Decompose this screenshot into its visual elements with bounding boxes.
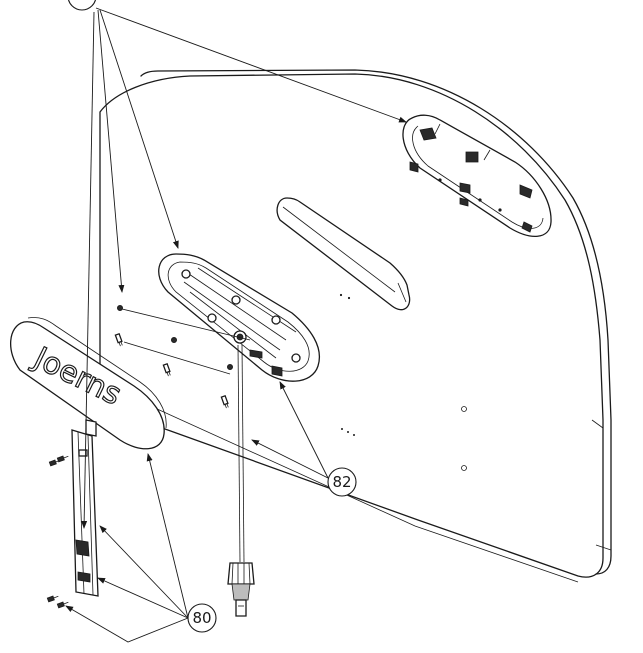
headboard-panel — [99, 69, 612, 583]
hand-hole-slot — [276, 197, 411, 311]
rear-handle-bracket — [402, 114, 552, 237]
callout-80-label: 80 — [192, 609, 211, 627]
callout-80: 80 — [187, 603, 217, 633]
callout-82-label: 82 — [332, 473, 351, 491]
callout-82-leaders — [251, 381, 329, 479]
fastener-centerlines — [117, 304, 251, 375]
callout-a — [68, 0, 96, 11]
vertical-bracket — [71, 419, 99, 597]
panel-holes — [339, 293, 467, 471]
cable-connector — [227, 344, 255, 617]
callout-a-leaders — [81, 7, 407, 529]
callout-82: 82 — [327, 467, 357, 497]
front-handle-plate — [158, 253, 320, 382]
joerns-nameplate: Joerns — [9, 317, 167, 450]
screws — [46, 332, 229, 609]
callout-80-leaders — [65, 453, 189, 643]
